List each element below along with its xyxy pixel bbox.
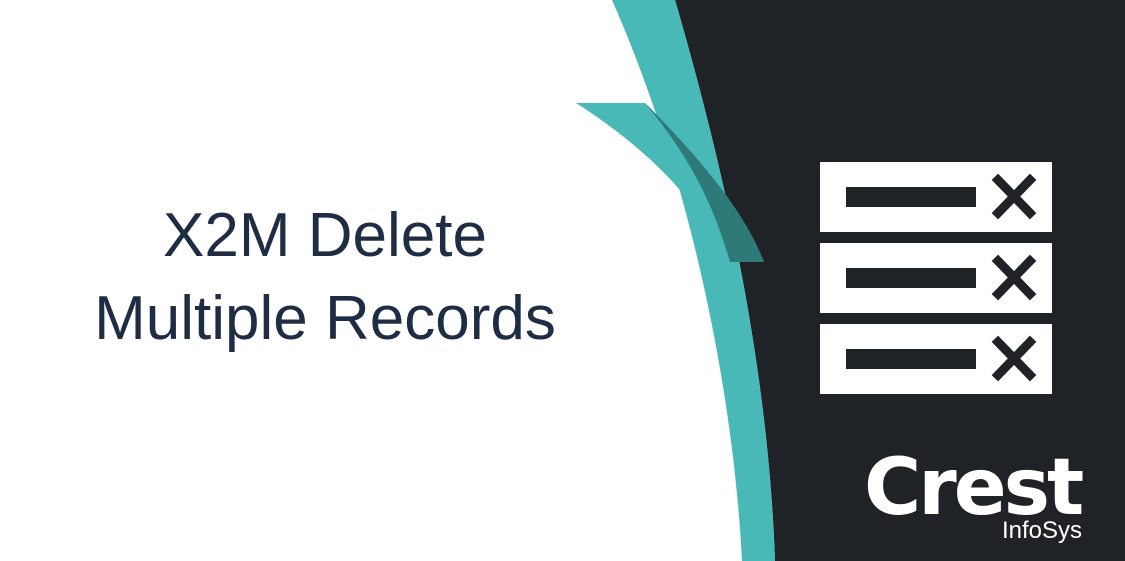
delete-x-icon: [991, 173, 1037, 220]
brand-name: Crest: [864, 443, 1084, 533]
title-line-1: X2M Delete: [163, 201, 487, 270]
record-row: [820, 243, 1052, 313]
brand-subtitle: InfoSys: [1002, 517, 1083, 544]
record-row: [820, 162, 1052, 232]
delete-x-icon: [991, 335, 1037, 382]
record-row: [820, 324, 1052, 394]
page-title: X2M Delete Multiple Records: [0, 194, 650, 360]
title-line-2: Multiple Records: [94, 284, 556, 353]
brand-logo: Crest InfoSys: [860, 446, 1120, 556]
teal-stripe-shadow: [645, 103, 764, 262]
delete-x-icon: [991, 254, 1037, 301]
teal-stripe-outer: [612, 0, 775, 561]
delete-records-icon: [820, 162, 1052, 394]
